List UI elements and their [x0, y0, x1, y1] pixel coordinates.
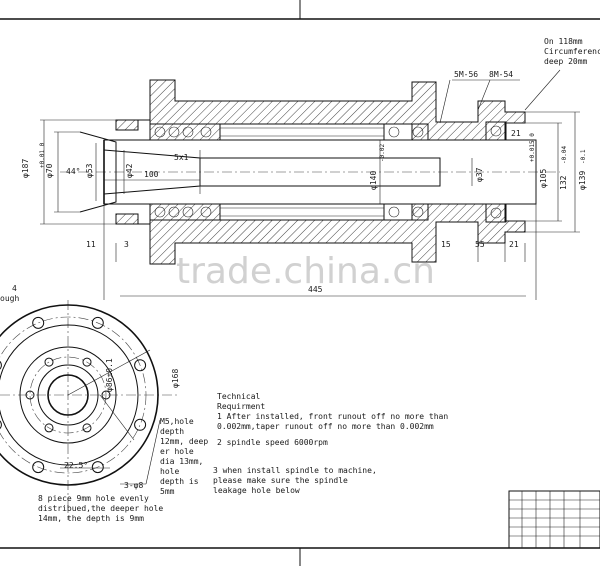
dim-chamfer-5x1: 5x1: [174, 153, 189, 162]
tech-req3-line1: 3 when install spindle to machine,: [213, 466, 377, 475]
flange-end-view: [0, 300, 180, 520]
dim-55: 55: [475, 240, 485, 249]
dim-d105: φ105: [539, 169, 548, 188]
technical-requirements: Technical Requirment 1 After installed, …: [213, 392, 448, 495]
tech-title-line1: Technical: [217, 392, 261, 401]
inner-tapped-hole: [44, 423, 54, 433]
dim-length-100: 100: [144, 170, 159, 179]
dim-angle-44: 44°: [66, 167, 80, 176]
bolt-hole: [134, 418, 147, 431]
inner-tapped-hole: [101, 390, 111, 400]
dim-d139: φ139: [578, 171, 587, 190]
m5-note-line7: depth is: [160, 477, 199, 486]
dim-3-holes-d8: 3-φ8: [124, 481, 143, 490]
tech-req1-line1: 1 After installed, front runout off no m…: [217, 412, 448, 421]
dim-d42: φ42: [125, 163, 134, 178]
m5-note-line5: dia 13mm,: [160, 457, 203, 466]
bolt-hole: [134, 359, 147, 372]
m5-note-line2: depth: [160, 427, 184, 436]
m5-note-line1: M5,hole: [160, 417, 194, 426]
dim-3: 3: [124, 240, 129, 249]
inner-tapped-hole: [44, 357, 54, 367]
dim-d53: φ53: [85, 163, 94, 178]
inner-tapped-hole: [82, 423, 92, 433]
end-view-labels: φ86±0.1 φ168 22.5° 3-φ8 M5,hole depth 12…: [0, 284, 208, 523]
bolt-hole: [91, 316, 104, 329]
bolt-hole: [0, 360, 2, 370]
holes-note-line1: 8 piece 9mm hole evenly: [38, 494, 149, 503]
m5-note-line4: er hole: [160, 447, 194, 456]
dim-overall-445: 445: [308, 285, 323, 294]
dim-d140-tolerance: -0.02: [379, 144, 386, 162]
flange-outer-circle: [0, 304, 159, 486]
dim-d139-tolerance: -0.1: [580, 149, 587, 164]
spindle-section-view: [60, 79, 560, 265]
circ-note-line3: deep 20mm: [544, 57, 588, 66]
holes-note-line2: distribued,the deeper hole: [38, 504, 163, 513]
dim-d168: φ168: [171, 369, 180, 388]
dim-d105-tolerance: +0.015 0: [529, 133, 536, 162]
watermark-text: trade.china.cn: [176, 251, 435, 292]
dim-d86: φ86±0.1: [105, 358, 114, 392]
dim-15: 15: [441, 240, 451, 249]
dim-d70-tolerance: +0.01 0: [39, 142, 46, 168]
dim-d70: φ70: [45, 163, 54, 178]
circ-note-line2: Circumference: [544, 47, 600, 56]
rear-bearings: [383, 121, 507, 223]
m5-note-line3: 12mm, deep: [160, 437, 208, 446]
tech-req3-line3: leakage hole below: [213, 486, 300, 495]
tap-note-5m56: 5M-56: [454, 70, 478, 79]
inner-tapped-hole: [82, 357, 92, 367]
bolt-hole: [32, 316, 45, 329]
m5-note-line8: 5mm: [160, 487, 175, 496]
inner-hole-pattern: [25, 357, 111, 433]
tech-req1-line2: 0.002mm,taper runout off no more than 0.…: [217, 422, 434, 431]
bolt-hole: [0, 420, 2, 430]
inner-tapped-hole: [25, 390, 35, 400]
dim-132: 132: [559, 175, 568, 190]
holes-note-line3: 14mm, the depth is 9mm: [38, 514, 144, 523]
dim-d37: φ37: [475, 167, 484, 182]
front-bearings: [149, 123, 221, 221]
tech-title-line2: Requirment: [217, 402, 265, 411]
tech-req3-line2: please make sure the spindle: [213, 476, 348, 485]
dim-angle-22-5: 22.5°: [64, 461, 88, 470]
side-view-labels: φ187 φ70 +0.01 0 φ53 44° φ42 100 5x1 φ14…: [21, 37, 600, 294]
edge-fragment-4: 4: [12, 284, 17, 293]
edge-fragment-ough: ough: [0, 294, 19, 303]
tap-note-8m54: 8M-54: [489, 70, 513, 79]
dim-d187: φ187: [21, 159, 30, 178]
housing-upper: [149, 79, 526, 141]
side-view-dimensions: [40, 69, 580, 300]
dim-21-bottom: 21: [509, 240, 519, 249]
bolt-hole: [91, 461, 104, 474]
title-block: [508, 490, 600, 549]
dim-132-tolerance: -0.04: [561, 146, 568, 164]
m5-note-line6: hole: [160, 467, 179, 476]
dim-d140: φ140: [369, 171, 378, 190]
dim-11: 11: [86, 240, 96, 249]
bolt-hole-pattern: [0, 316, 147, 474]
circ-note-line1: On 118mm: [544, 37, 583, 46]
bolt-hole: [32, 461, 45, 474]
tech-req2: 2 spindle speed 6000rpm: [217, 438, 328, 447]
dim-21-top: 21: [511, 129, 521, 138]
